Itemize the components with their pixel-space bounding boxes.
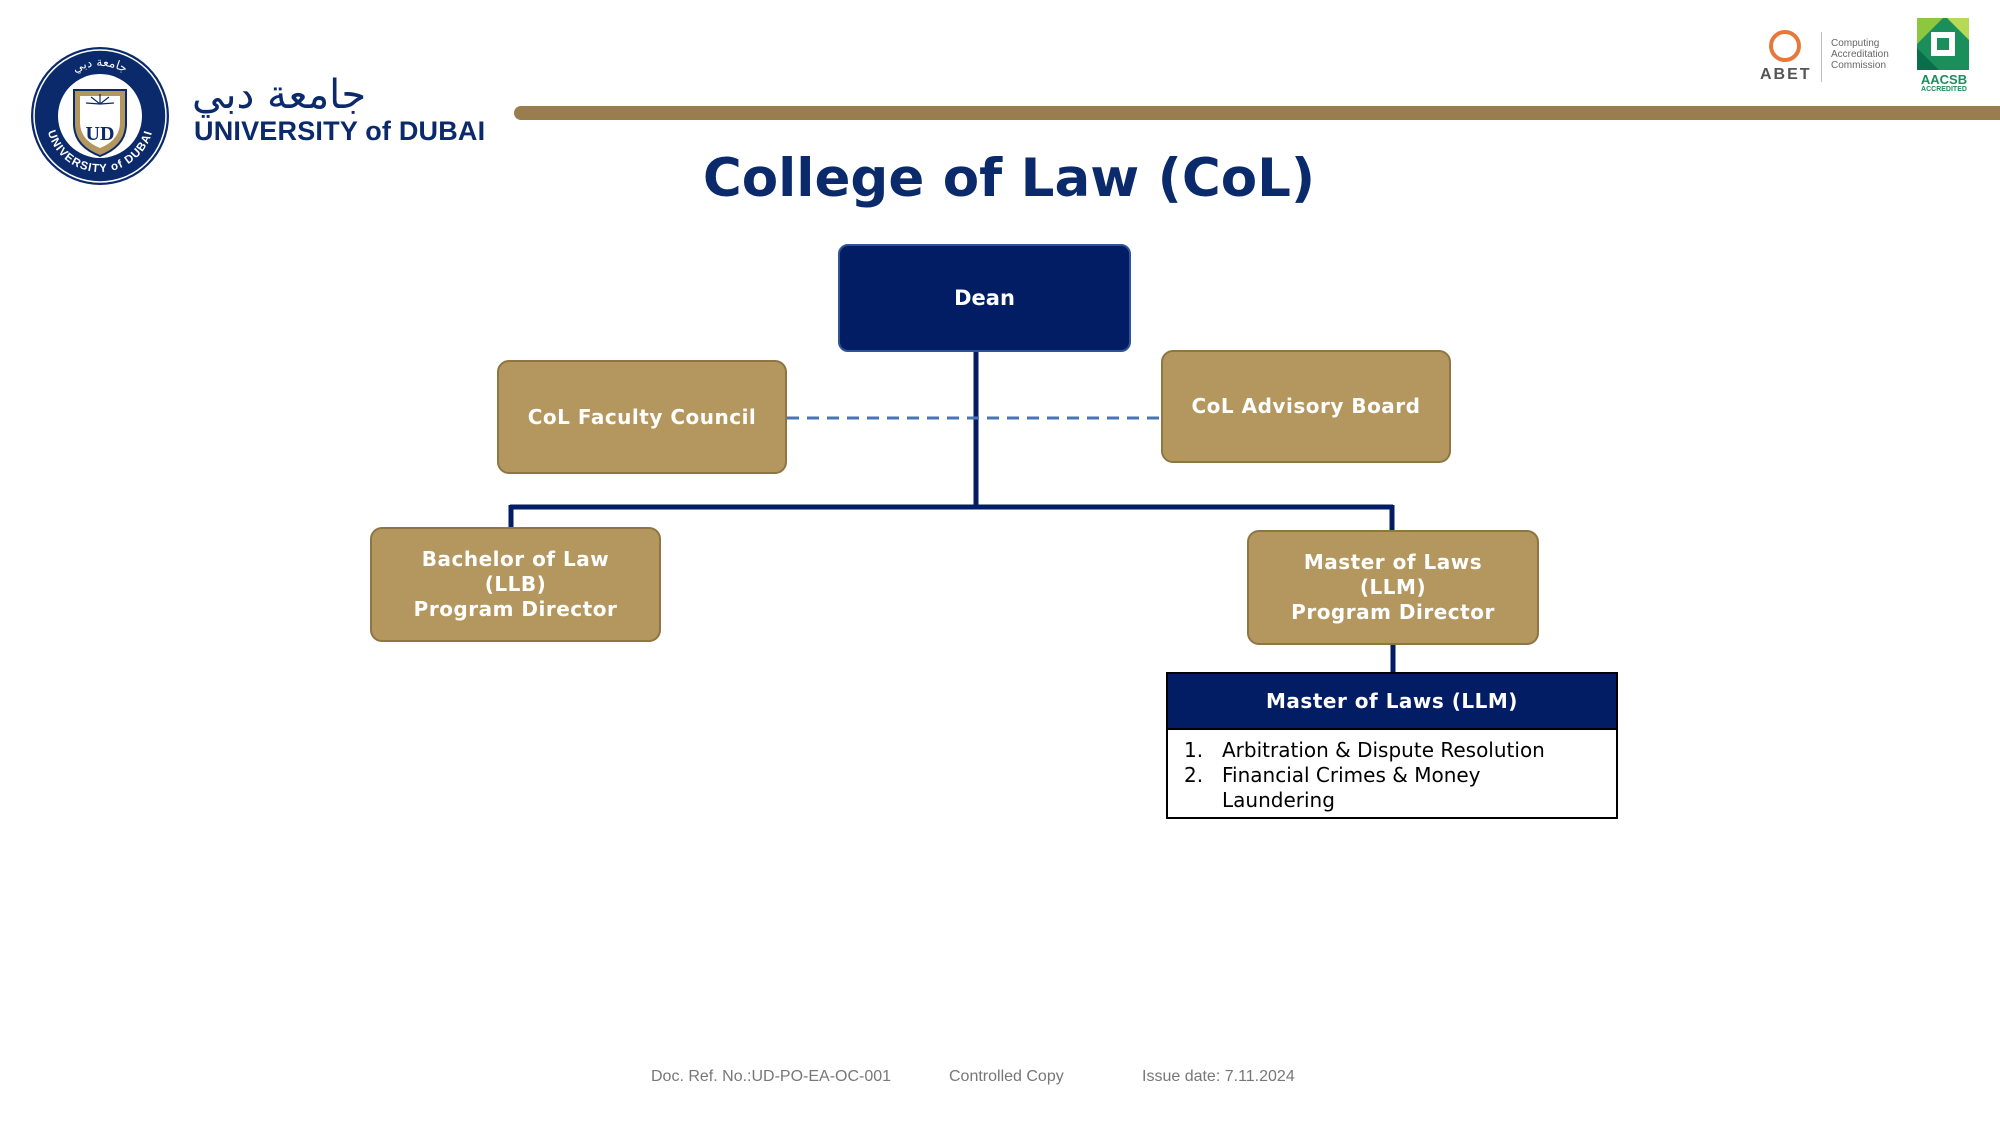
page-title: College of Law (CoL) [702, 148, 1316, 209]
llm-programs-header: Master of Laws (LLM) [1168, 674, 1616, 730]
llb-director-box: Bachelor of Law (LLB) Program Director [370, 527, 661, 642]
aacsb-logo-icon [1917, 18, 1969, 70]
footer-doc-ref: Doc. Ref. No.:UD-PO-EA-OC-001 [651, 1068, 892, 1085]
list-item-text: Arbitration & Dispute Resolution [1222, 738, 1545, 762]
abet-commission-label: Computing Accreditation Commission [1831, 38, 1889, 71]
brand-english-name: UNIVERSITY of DUBAI [194, 116, 486, 146]
seal-initials: UD [86, 123, 115, 145]
llm-programs-card: Master of Laws (LLM) 1. Arbitration & Di… [1166, 672, 1618, 819]
faculty-council-box: CoL Faculty Council [497, 360, 787, 474]
footer-issue-date: Issue date: 7.11.2024 [1142, 1068, 1295, 1085]
dean-box: Dean [838, 244, 1131, 352]
llm-director-box: Master of Laws (LLM) Program Director [1247, 530, 1539, 645]
list-item: 1. Arbitration & Dispute Resolution [1184, 738, 1606, 763]
header-gold-bar [514, 106, 2000, 120]
list-item-number: 2. [1184, 763, 1204, 787]
aacsb-label: AACSB [1920, 72, 1968, 87]
list-item-number: 1. [1184, 738, 1204, 762]
list-item: 2. Financial Crimes & Money Laundering [1184, 763, 1606, 813]
llm-programs-list: 1. Arbitration & Dispute Resolution 2. F… [1184, 738, 1606, 813]
advisory-board-box: CoL Advisory Board [1161, 350, 1451, 463]
list-item-text: Financial Crimes & Money Laundering [1222, 763, 1481, 812]
aacsb-sub-label: ACCREDITED [1921, 86, 1967, 93]
brand-arabic-name: جامعة دبي [192, 72, 367, 118]
abet-label: ABET [1760, 66, 1812, 83]
abet-logo-icon [1769, 30, 1801, 62]
accreditation-divider [1821, 32, 1822, 82]
footer-controlled-copy: Controlled Copy [949, 1068, 1064, 1085]
ud-seal-icon: UD UNIVERSITY of DUBAI جامعة دبي [31, 47, 169, 185]
